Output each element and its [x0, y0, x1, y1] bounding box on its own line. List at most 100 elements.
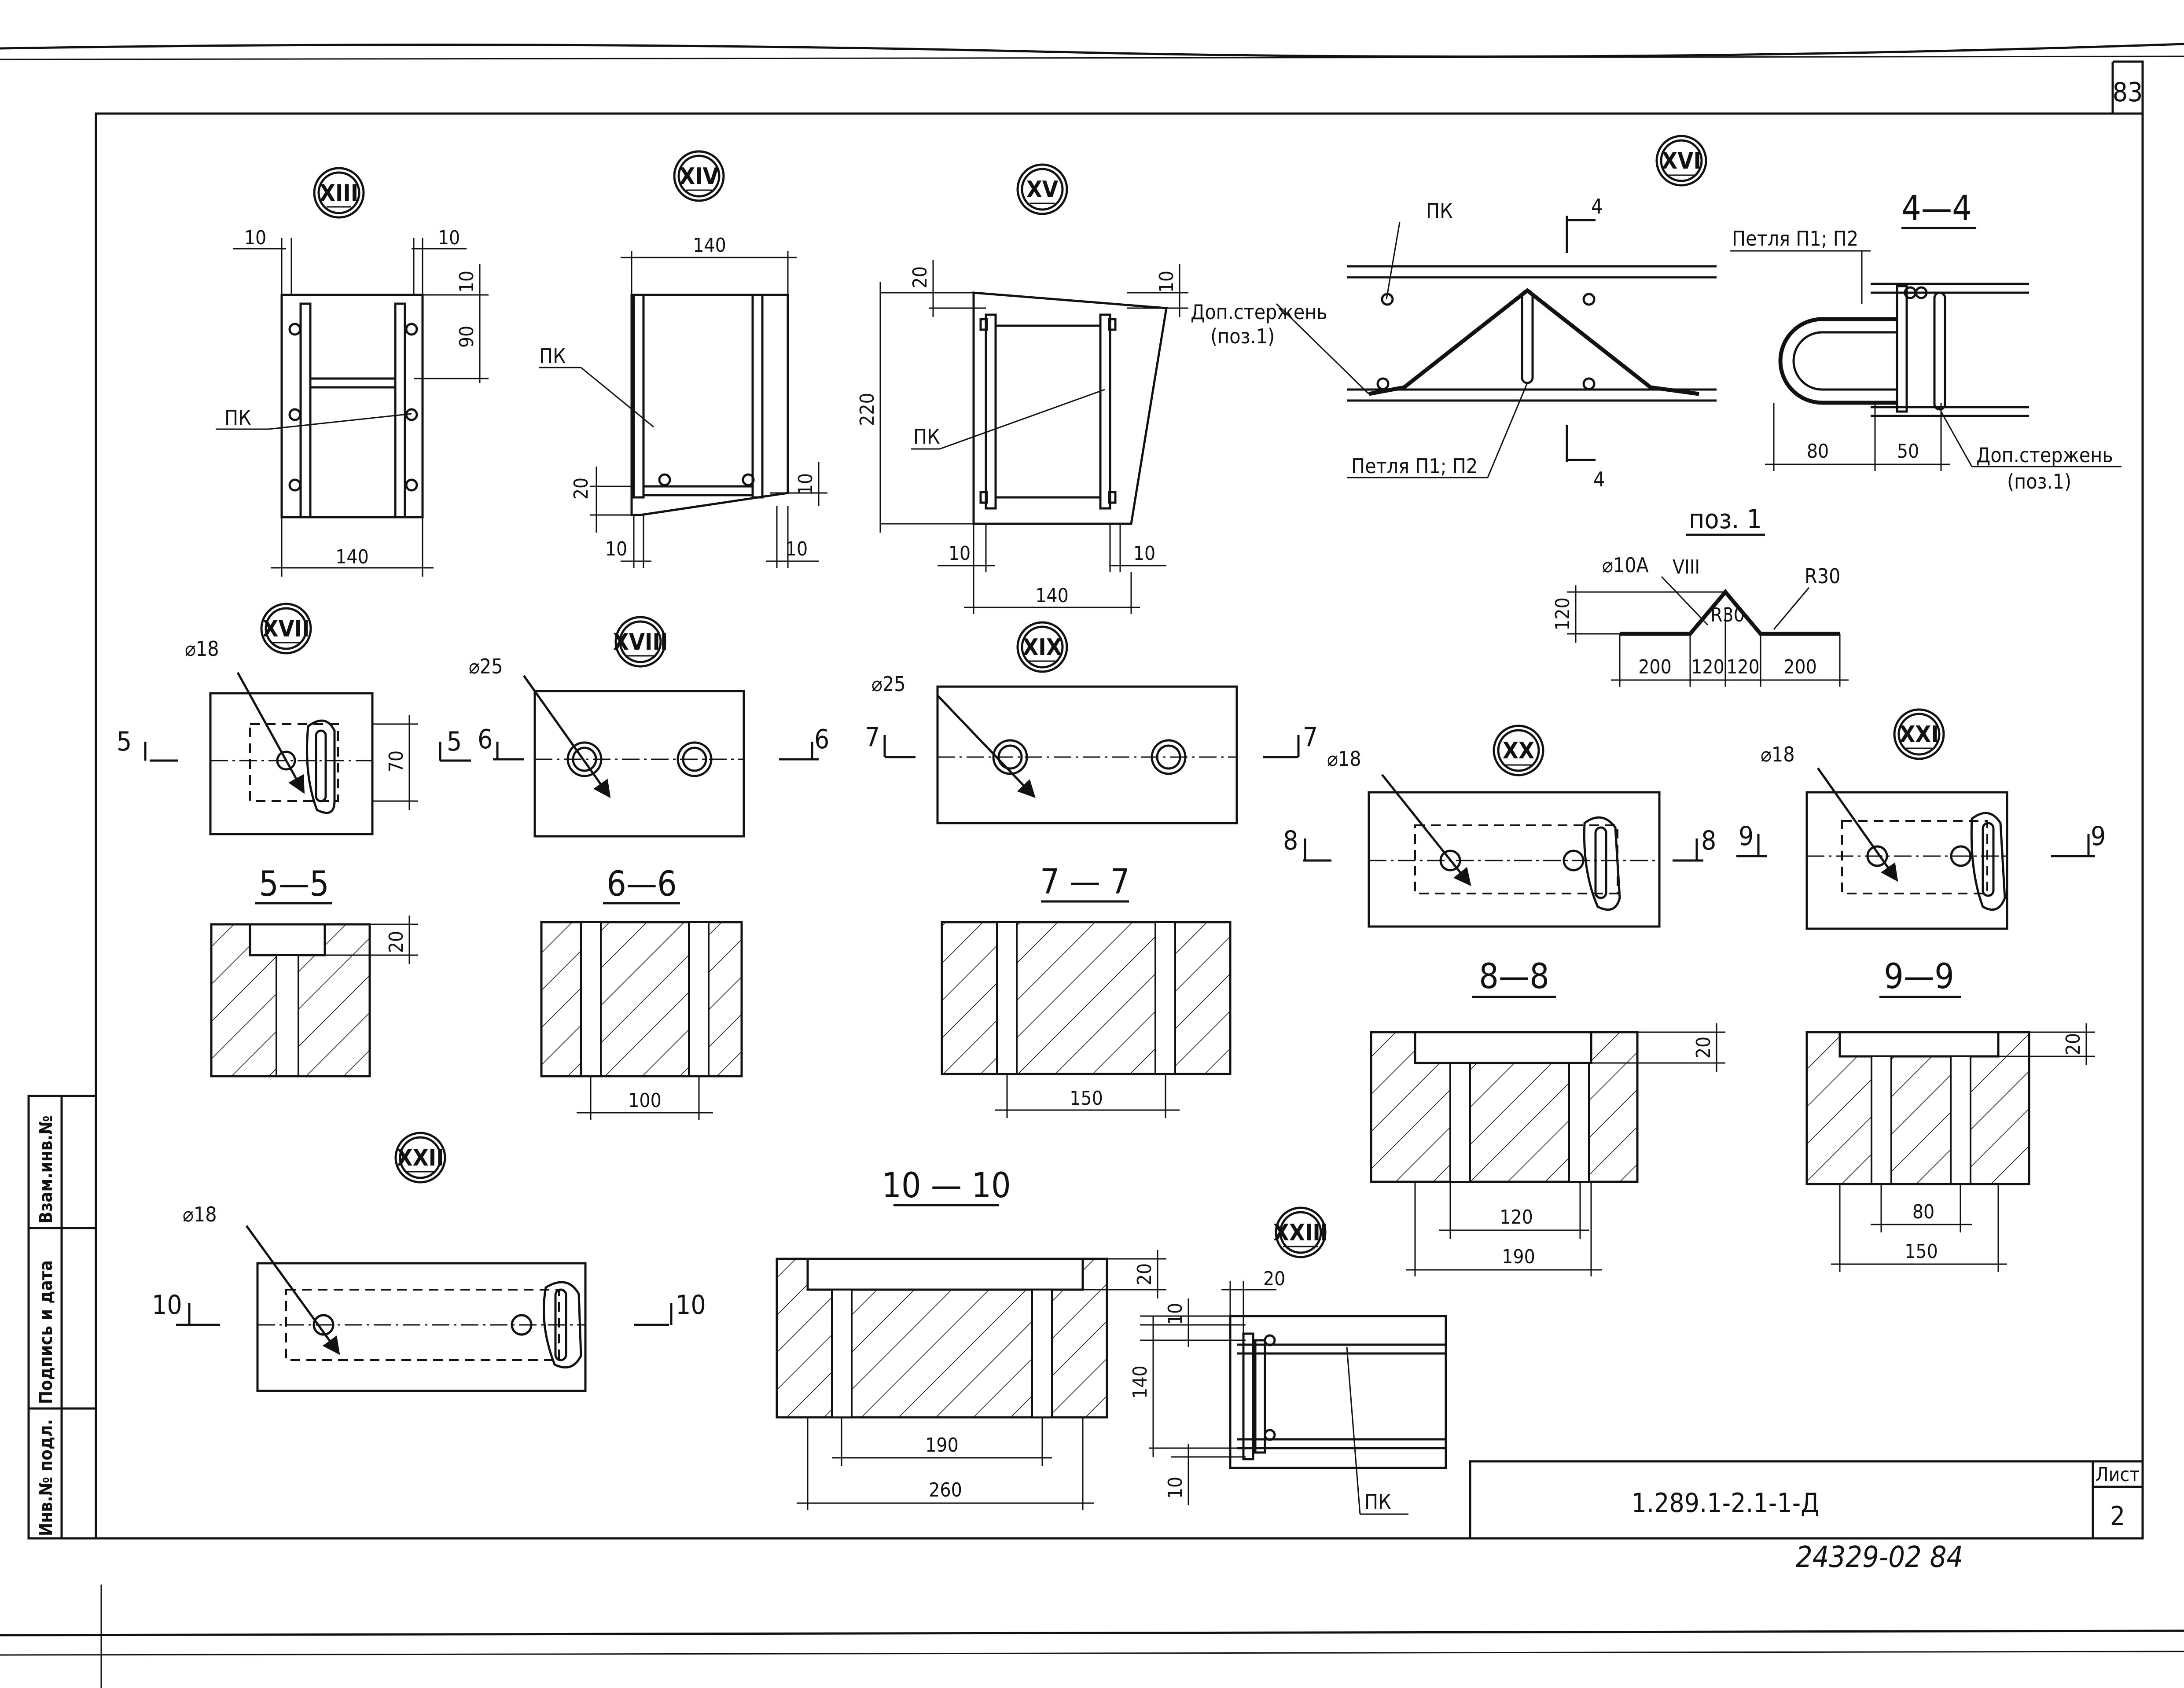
- side-cell-inv: Инв.№ подл.: [36, 1419, 56, 1536]
- detail-xv-dim-10c: 10: [1133, 542, 1155, 565]
- detail-xx-numeral: XX: [1503, 738, 1534, 764]
- side-cell-replace: Взам.инв.№: [36, 1115, 56, 1224]
- side-cell-sign: Подпись и дата: [36, 1260, 56, 1404]
- section-9-9: 9—9 20 80 150: [1805, 957, 2095, 1272]
- section-9-9-title: 9—9: [1884, 957, 1954, 997]
- detail-xv-numeral: XV: [1026, 177, 1058, 203]
- detail-xiv-dim-5: 10: [786, 538, 808, 560]
- section-7-7-title: 7 — 7: [1040, 862, 1130, 902]
- detail-xv-label-pk: ПК: [913, 425, 940, 449]
- detail-xvi-label-loop: Петля П1; П2: [1351, 454, 1478, 478]
- detail-xix-cut-left: 7: [865, 722, 880, 753]
- detail-xv-dim-140: 140: [1035, 585, 1069, 607]
- detail-xvii-cut-right: 5: [447, 726, 462, 757]
- detail-xix-diameter: ⌀25: [871, 672, 906, 696]
- sheet-frame: 83: [95, 60, 2144, 1540]
- detail-xxiii: XXIII 20 10 140 10 ПК: [1129, 1206, 1447, 1515]
- detail-xxiii-dim-20: 20: [1263, 1268, 1285, 1290]
- sheet-number-top: 83: [2113, 77, 2143, 108]
- detail-xiv-numeral: XIV: [679, 163, 719, 190]
- position-1-dim-2: 120: [1691, 656, 1724, 678]
- section-6-6-dim: 100: [628, 1089, 662, 1112]
- detail-xiii-dim-4: 90: [456, 326, 478, 348]
- detail-xxi-numeral: XXI: [1899, 721, 1939, 748]
- side-stamp: Инв.№ подл. Подпись и дата Взам.инв.№: [27, 1095, 97, 1540]
- section-5-5-dim: 20: [385, 931, 408, 953]
- section-5-5-title: 5—5: [259, 864, 329, 904]
- sheet-number: 2: [2110, 1501, 2125, 1532]
- detail-xv-dim-10a: 10: [1155, 271, 1178, 293]
- detail-xxiii-label-pk: ПК: [1364, 1490, 1391, 1514]
- position-1: поз. 1 120 ⌀10А VIII R30 R30 200 120 120…: [1552, 504, 1849, 687]
- position-1-dim-4: 200: [1783, 656, 1817, 678]
- detail-xiii-numeral: XIII: [320, 180, 358, 206]
- detail-xx-diameter: ⌀18: [1327, 747, 1361, 771]
- detail-xxi-cut-right: 9: [2091, 821, 2106, 852]
- detail-xxiii-dim-10b: 10: [1164, 1477, 1187, 1499]
- detail-xiv: XIV 140 20 10 10 10 ПК: [539, 150, 827, 568]
- detail-xvi-label-pk: ПК: [1426, 199, 1453, 223]
- section-4-4-label-loop: Петля П1; П2: [1732, 227, 1858, 250]
- detail-xv: XV 220 20 10 10 10 140 ПК Доп.стержень (…: [856, 163, 1327, 614]
- detail-xvi-cut-top: 4: [1591, 195, 1603, 218]
- position-1-title: поз. 1: [1689, 504, 1762, 535]
- section-4-4-dim-50: 50: [1897, 440, 1919, 463]
- detail-xxiii-dim-140: 140: [1129, 1365, 1151, 1399]
- detail-xiii-dim-3: 10: [456, 271, 478, 293]
- section-4-4-note-1: Доп.стержень: [1976, 443, 2113, 467]
- detail-xvii-numeral: XVII: [262, 616, 309, 642]
- detail-xiv-label-pk: ПК: [539, 344, 566, 368]
- detail-xxi-cut-left: 9: [1739, 821, 1754, 852]
- title-block: 1.289.1-2.1-1-Д Лист 2: [1469, 1460, 2144, 1540]
- section-6-6-title: 6—6: [607, 864, 677, 904]
- section-8-8-dim-120: 120: [1500, 1206, 1533, 1228]
- section-10-10: 10 — 10 20 190 260: [776, 1166, 1166, 1510]
- detail-xiv-dim-4: 10: [794, 473, 817, 495]
- detail-xxii: XXII ⌀18 10 10: [152, 1132, 706, 1392]
- detail-xvii-dim-70: 70: [385, 750, 408, 772]
- drawing-code: 1.289.1-2.1-1-Д: [1632, 1488, 1820, 1519]
- detail-xiii-label-pk: ПК: [224, 406, 251, 430]
- section-9-9-dim-150: 150: [1905, 1240, 1938, 1263]
- scan-edges: [0, 43, 2184, 1688]
- detail-xviii-numeral: XVIII: [613, 629, 668, 655]
- detail-xvii-diameter: ⌀18: [185, 637, 219, 661]
- detail-xx-cut-right: 8: [1701, 825, 1716, 856]
- position-1-radius-outer: R30: [1805, 564, 1840, 588]
- handwritten-number: 24329-02 84: [1796, 1540, 1963, 1574]
- position-1-dim-3: 120: [1726, 656, 1760, 678]
- detail-xiii-dim-5: 140: [335, 546, 369, 568]
- detail-xxii-diameter: ⌀18: [183, 1203, 217, 1226]
- section-5-5: 5—5 20: [210, 864, 418, 1078]
- detail-xviii-cut-left: 6: [478, 724, 493, 755]
- detail-xv-dim-220: 220: [856, 393, 879, 426]
- section-10-10-dim-190: 190: [925, 1434, 959, 1456]
- detail-xix: XIX ⌀25 7 7: [865, 621, 1318, 824]
- detail-xix-cut-right: 7: [1303, 722, 1318, 753]
- detail-xxii-cut-left: 10: [152, 1290, 182, 1320]
- detail-xvii: XVII ⌀18 70 5 5: [117, 603, 471, 835]
- section-10-10-dim-20: 20: [1133, 1263, 1156, 1285]
- detail-xvi-cut-bottom: 4: [1593, 467, 1605, 491]
- section-4-4-note-2: (поз.1): [2007, 470, 2071, 493]
- detail-xviii-cut-right: 6: [814, 724, 829, 755]
- detail-xv-note-2: (поз.1): [1210, 324, 1275, 348]
- detail-xiii-dim-1: 10: [244, 227, 266, 249]
- detail-xv-dim-10b: 10: [949, 542, 971, 565]
- position-1-diameter: ⌀10А: [1602, 553, 1649, 577]
- detail-xv-dim-20: 20: [909, 266, 931, 288]
- section-4-4-dim-80: 80: [1807, 440, 1829, 463]
- section-6-6: 6—6 100: [540, 864, 743, 1120]
- detail-xxiii-dim-10a: 10: [1164, 1303, 1187, 1325]
- position-1-height: 120: [1552, 597, 1574, 631]
- detail-xv-note-1: Доп.стержень: [1191, 300, 1327, 324]
- detail-xvi: XVI 4 4 ПК Петля П1; П2: [1276, 135, 1717, 491]
- section-9-9-dim-20: 20: [2062, 1033, 2085, 1055]
- detail-xxi: XXI ⌀18 9 9: [1736, 708, 2106, 930]
- sheet-label: Лист: [2096, 1464, 2140, 1486]
- section-8-8: 8—8 20 120 190: [1370, 957, 1725, 1276]
- detail-xxi-diameter: ⌀18: [1761, 743, 1795, 766]
- detail-xviii-diameter: ⌀25: [469, 655, 503, 678]
- section-10-10-dim-260: 260: [929, 1479, 962, 1501]
